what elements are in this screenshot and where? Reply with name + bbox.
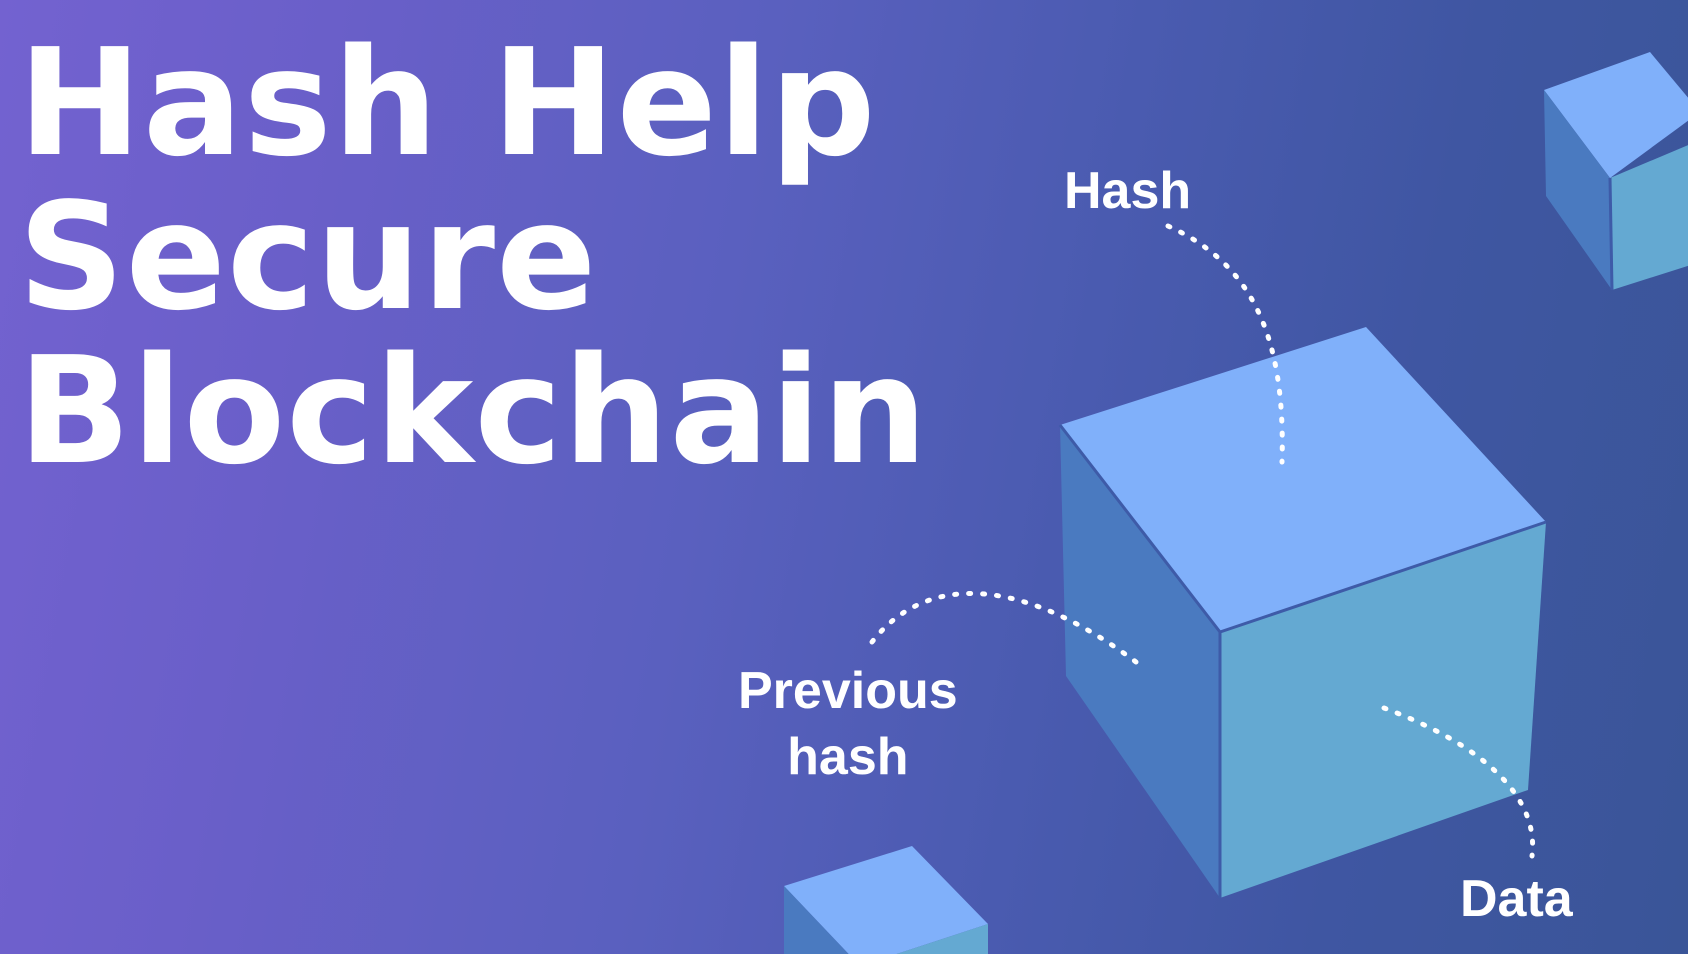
title-line-1: Hash Help <box>18 17 877 189</box>
cube-small-top-right <box>1544 52 1688 291</box>
cube-main <box>1058 327 1547 898</box>
label-data: Data <box>1460 870 1573 928</box>
title-line-2: Secure <box>18 171 598 343</box>
page-title: Hash Help Secure Blockchain <box>18 26 928 488</box>
cube-small-bottom <box>784 846 988 954</box>
cube-small-bottom-left-face <box>784 886 849 954</box>
label-hash: Hash <box>1064 162 1192 220</box>
connector-data <box>1381 705 1536 859</box>
title-line-3: Blockchain <box>18 325 929 497</box>
cube-small-top-right-top-face <box>1544 52 1688 178</box>
cube-small-top-right-right-face <box>1610 145 1688 290</box>
label-previous-hash-line-2: hash <box>787 728 909 786</box>
cube-small-bottom-top-face <box>784 846 988 954</box>
label-previous-hash-line-1: Previous <box>738 662 958 720</box>
cube-small-bottom-right-face <box>896 924 988 954</box>
cube-main-top-face <box>1060 327 1546 632</box>
cube-small-top-right-edge <box>1608 177 1614 291</box>
label-previous-hash: Previous hash <box>738 658 958 790</box>
cube-small-top-right-left-face <box>1544 90 1612 290</box>
cube-main-left-face <box>1060 425 1220 898</box>
connector-previous-hash <box>869 591 1139 665</box>
